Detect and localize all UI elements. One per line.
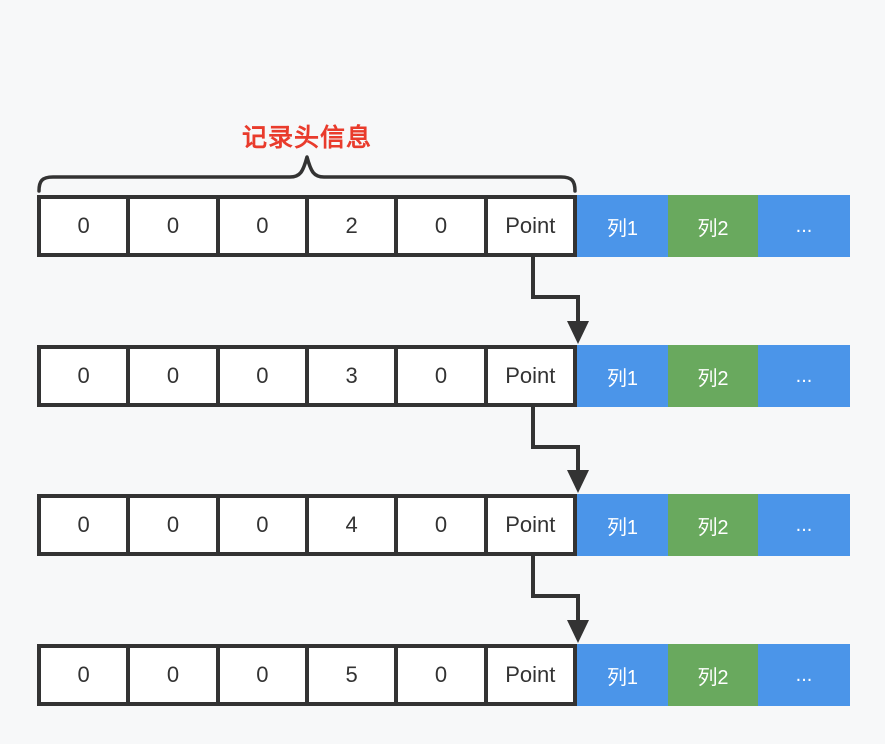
column-cell-ellipsis: ... — [758, 494, 850, 556]
record-header-cells: 0 0 0 3 0 Point — [37, 345, 577, 407]
arrowhead-icon — [567, 470, 589, 493]
header-cell: 0 — [41, 199, 131, 253]
header-cell: 3 — [309, 349, 399, 403]
header-cell: 5 — [309, 648, 399, 702]
record-row: 0 0 0 5 0 Point 列1 列2 ... — [37, 644, 850, 706]
column-cell: 列2 — [668, 345, 758, 407]
record-header-cells: 0 0 0 5 0 Point — [37, 644, 577, 706]
header-cell: 0 — [130, 349, 220, 403]
record-row: 0 0 0 2 0 Point 列1 列2 ... — [37, 195, 850, 257]
column-cell: 列1 — [577, 195, 668, 257]
pointer-cell: Point — [505, 662, 556, 687]
next-record-arrow — [531, 257, 589, 344]
record-header-cells: 0 0 0 4 0 Point — [37, 494, 577, 556]
header-cell: 0 — [220, 498, 309, 552]
next-record-arrow — [531, 407, 589, 493]
column-cell: 列1 — [577, 644, 668, 706]
column-cell-ellipsis: ... — [758, 644, 850, 706]
header-cell: 0 — [130, 648, 220, 702]
record-header-cells: 0 0 0 2 0 Point — [37, 195, 577, 257]
header-cell: 0 — [220, 648, 309, 702]
record-row: 0 0 0 3 0 Point 列1 列2 ... — [37, 345, 850, 407]
header-cell: 0 — [130, 498, 220, 552]
header-cell: 0 — [398, 648, 488, 702]
header-cell: 0 — [398, 349, 488, 403]
header-cell: 0 — [41, 648, 131, 702]
column-cell: 列1 — [577, 345, 668, 407]
column-cell: 列2 — [668, 494, 758, 556]
arrowhead-icon — [567, 321, 589, 344]
record-header-info-label: 记录头信息 — [241, 124, 372, 152]
column-cell: 列2 — [668, 195, 758, 257]
pointer-cell: Point — [505, 363, 556, 388]
brace-icon — [37, 155, 577, 193]
pointer-cell: Point — [505, 213, 556, 238]
header-cell: 0 — [398, 199, 488, 253]
header-cell: 0 — [41, 498, 131, 552]
next-record-arrow — [531, 556, 589, 643]
column-cell-ellipsis: ... — [758, 195, 850, 257]
header-cell: 0 — [41, 349, 131, 403]
column-cell: 列1 — [577, 494, 668, 556]
header-cell: 0 — [130, 199, 220, 253]
header-cell: 2 — [309, 199, 399, 253]
header-cell: 0 — [398, 498, 488, 552]
pointer-cell: Point — [505, 512, 556, 537]
header-cell: 0 — [220, 349, 309, 403]
arrowhead-icon — [567, 620, 589, 643]
column-cell-ellipsis: ... — [758, 345, 850, 407]
header-cell: 0 — [220, 199, 309, 253]
header-cell: 4 — [309, 498, 399, 552]
record-row: 0 0 0 4 0 Point 列1 列2 ... — [37, 494, 850, 556]
column-cell: 列2 — [668, 644, 758, 706]
